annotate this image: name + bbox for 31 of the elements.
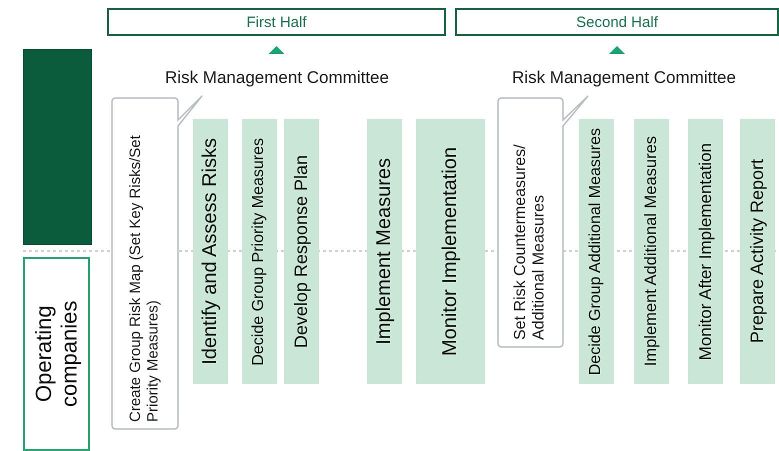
box-shape (23, 49, 92, 245)
bubble-text: Set Risk Countermeasures/ Additional Measures (512, 143, 548, 340)
period-header (455, 8, 779, 36)
process-column (688, 119, 723, 384)
period-label: First Half (246, 14, 306, 30)
process-column (740, 119, 775, 384)
process-column (634, 119, 669, 384)
step-label: Develop Response Plan (291, 154, 312, 348)
step-label: Implement Additional Measures (642, 136, 661, 367)
process-column (416, 119, 485, 384)
committee-label: Risk Management Committee (137, 67, 417, 89)
lane-label: Operating companies (31, 300, 82, 410)
step-label: Prepare Activity Report (747, 159, 768, 344)
step-label: Monitor After Implementation (696, 142, 716, 360)
step-label: Decide Group Priority Measures (250, 138, 268, 366)
process-column (284, 119, 319, 384)
step-label: Decide Group Additional Measures (587, 128, 606, 376)
bubble-text: Create Group Risk Map (Set Key Risks/Set Priority Measures) (127, 134, 162, 422)
lane-header (23, 257, 90, 451)
process-column (193, 119, 228, 384)
process-column (579, 119, 614, 384)
speech-bubble (497, 95, 589, 348)
process-column (367, 119, 402, 384)
period-label: Second Half (576, 14, 658, 30)
step-label: Monitor Implementation (439, 147, 462, 356)
process-column (242, 119, 277, 384)
speech-bubble (111, 95, 203, 430)
step-label: Identify and Assess Risks (199, 138, 222, 365)
period-header (107, 8, 446, 36)
step-label: Implement Measures (373, 158, 396, 345)
committee-label: Risk Management Committee (484, 67, 764, 89)
